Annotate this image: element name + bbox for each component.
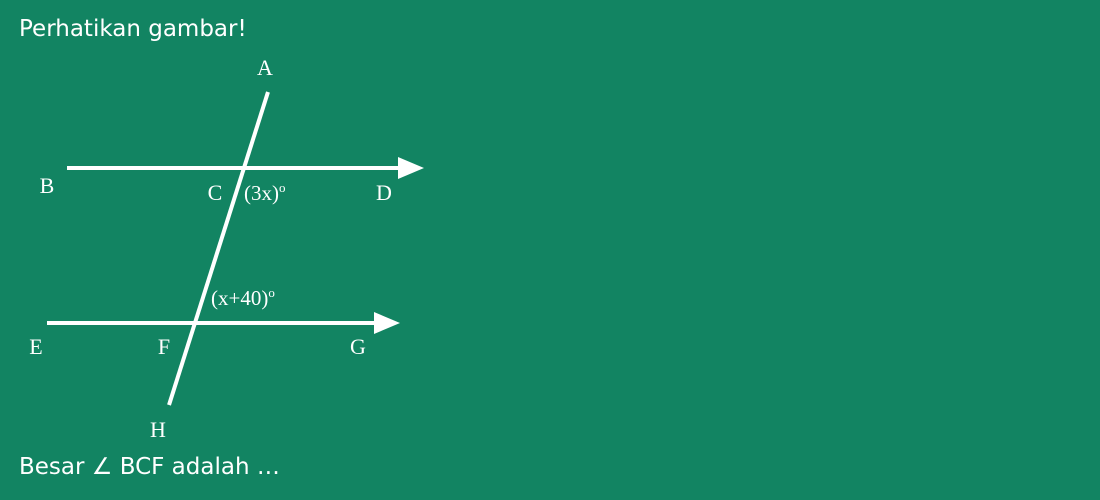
point-label-e: E — [29, 334, 42, 359]
point-label-d: D — [376, 180, 392, 205]
angle-label-c: (3x)o — [244, 180, 286, 205]
point-label-a: A — [257, 55, 273, 80]
angle-expression-c: (3x) — [244, 181, 279, 205]
degree-mark-c: o — [279, 180, 286, 195]
point-label-h: H — [150, 417, 166, 442]
point-label-c: C — [208, 180, 223, 205]
arrowhead-d — [398, 157, 424, 179]
degree-mark-f: o — [268, 285, 275, 300]
arrowhead-g — [374, 312, 400, 334]
angle-expression-f: (x+40) — [211, 286, 268, 310]
angle-label-f: (x+40)o — [211, 285, 275, 310]
point-label-g: G — [350, 334, 366, 359]
question-text: Besar ∠ BCF adalah … — [19, 454, 280, 480]
instruction-text: Perhatikan gambar! — [19, 16, 247, 42]
point-label-b: B — [40, 173, 55, 198]
transversal-line-ah — [167, 91, 270, 406]
point-label-f: F — [158, 334, 170, 359]
